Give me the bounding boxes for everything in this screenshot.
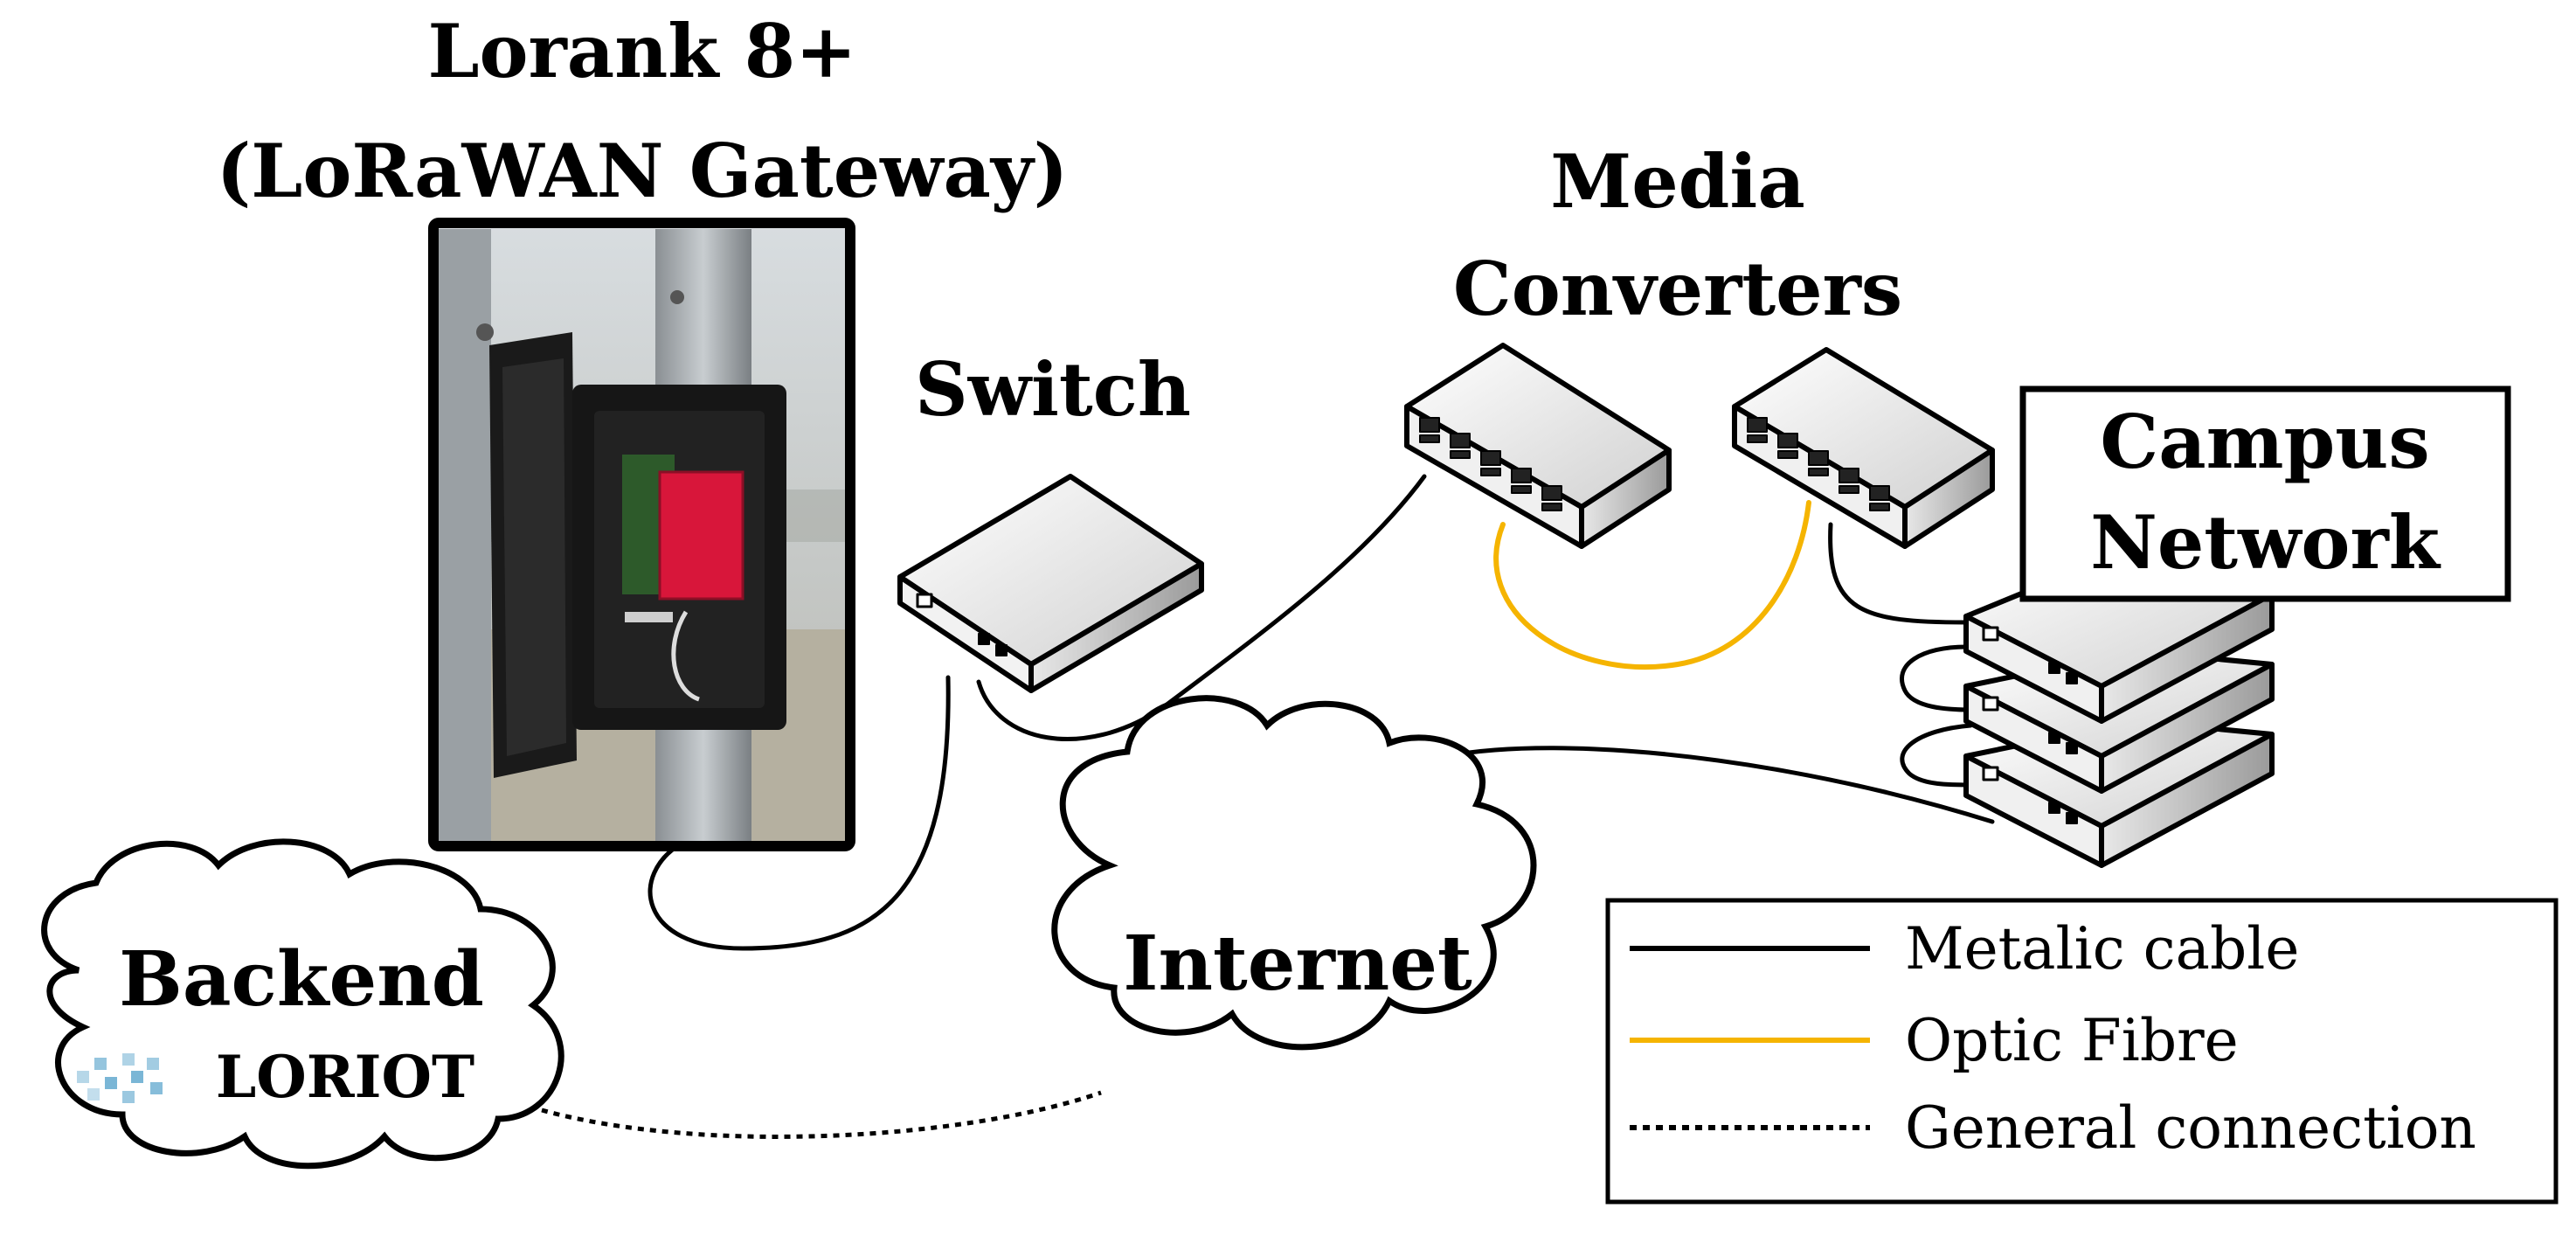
internet-label: Internet — [1123, 920, 1472, 1008]
media-title-line1: Media — [1550, 138, 1805, 225]
switch-title: Switch — [915, 346, 1191, 433]
backend-cloud: Backend LORIOT — [41, 838, 564, 1170]
link-backend-internet — [541, 1090, 1102, 1139]
cable-server-loop1 — [1900, 644, 1973, 712]
internet-cloud: Internet — [1051, 695, 1537, 1051]
loriot-label: LORIOT — [216, 1043, 474, 1111]
cable-mc2-server — [1828, 522, 1969, 625]
campus-network-box: Campus Network — [2019, 385, 2511, 602]
legend-item-metalic: Metalic cable — [1630, 915, 2299, 983]
fibre-mc1-mc2 — [1493, 500, 1811, 670]
cable-server-loop2 — [1900, 723, 1977, 788]
cable-gateway-switch — [647, 675, 951, 951]
gateway-title-line2: (LoRaWAN Gateway) — [217, 128, 1069, 214]
cable-switch-mc1 — [976, 474, 1427, 742]
legend-item-optic: Optic Fibre — [1630, 1007, 2239, 1074]
loriot-logo — [77, 1053, 163, 1103]
legend-label-optic: Optic Fibre — [1905, 1007, 2239, 1074]
gateway-red-module — [660, 472, 743, 599]
backend-label: Backend — [119, 935, 484, 1024]
legend: Metalic cable Optic Fibre General connec… — [1605, 898, 2559, 1205]
switch-device — [897, 474, 1204, 693]
campus-label-line1: Campus — [2100, 399, 2429, 485]
media-converter-2 — [1732, 347, 1995, 549]
legend-label-metalic: Metalic cable — [1905, 915, 2299, 983]
legend-item-general: General connection — [1630, 1094, 2476, 1162]
gateway-photo — [428, 218, 855, 851]
media-converter-1 — [1404, 343, 1672, 549]
legend-label-general: General connection — [1905, 1094, 2476, 1162]
gateway-title-line1: Lorank 8+ — [427, 8, 856, 94]
media-title-line2: Converters — [1453, 246, 1902, 332]
campus-label-line2: Network — [2090, 499, 2441, 586]
